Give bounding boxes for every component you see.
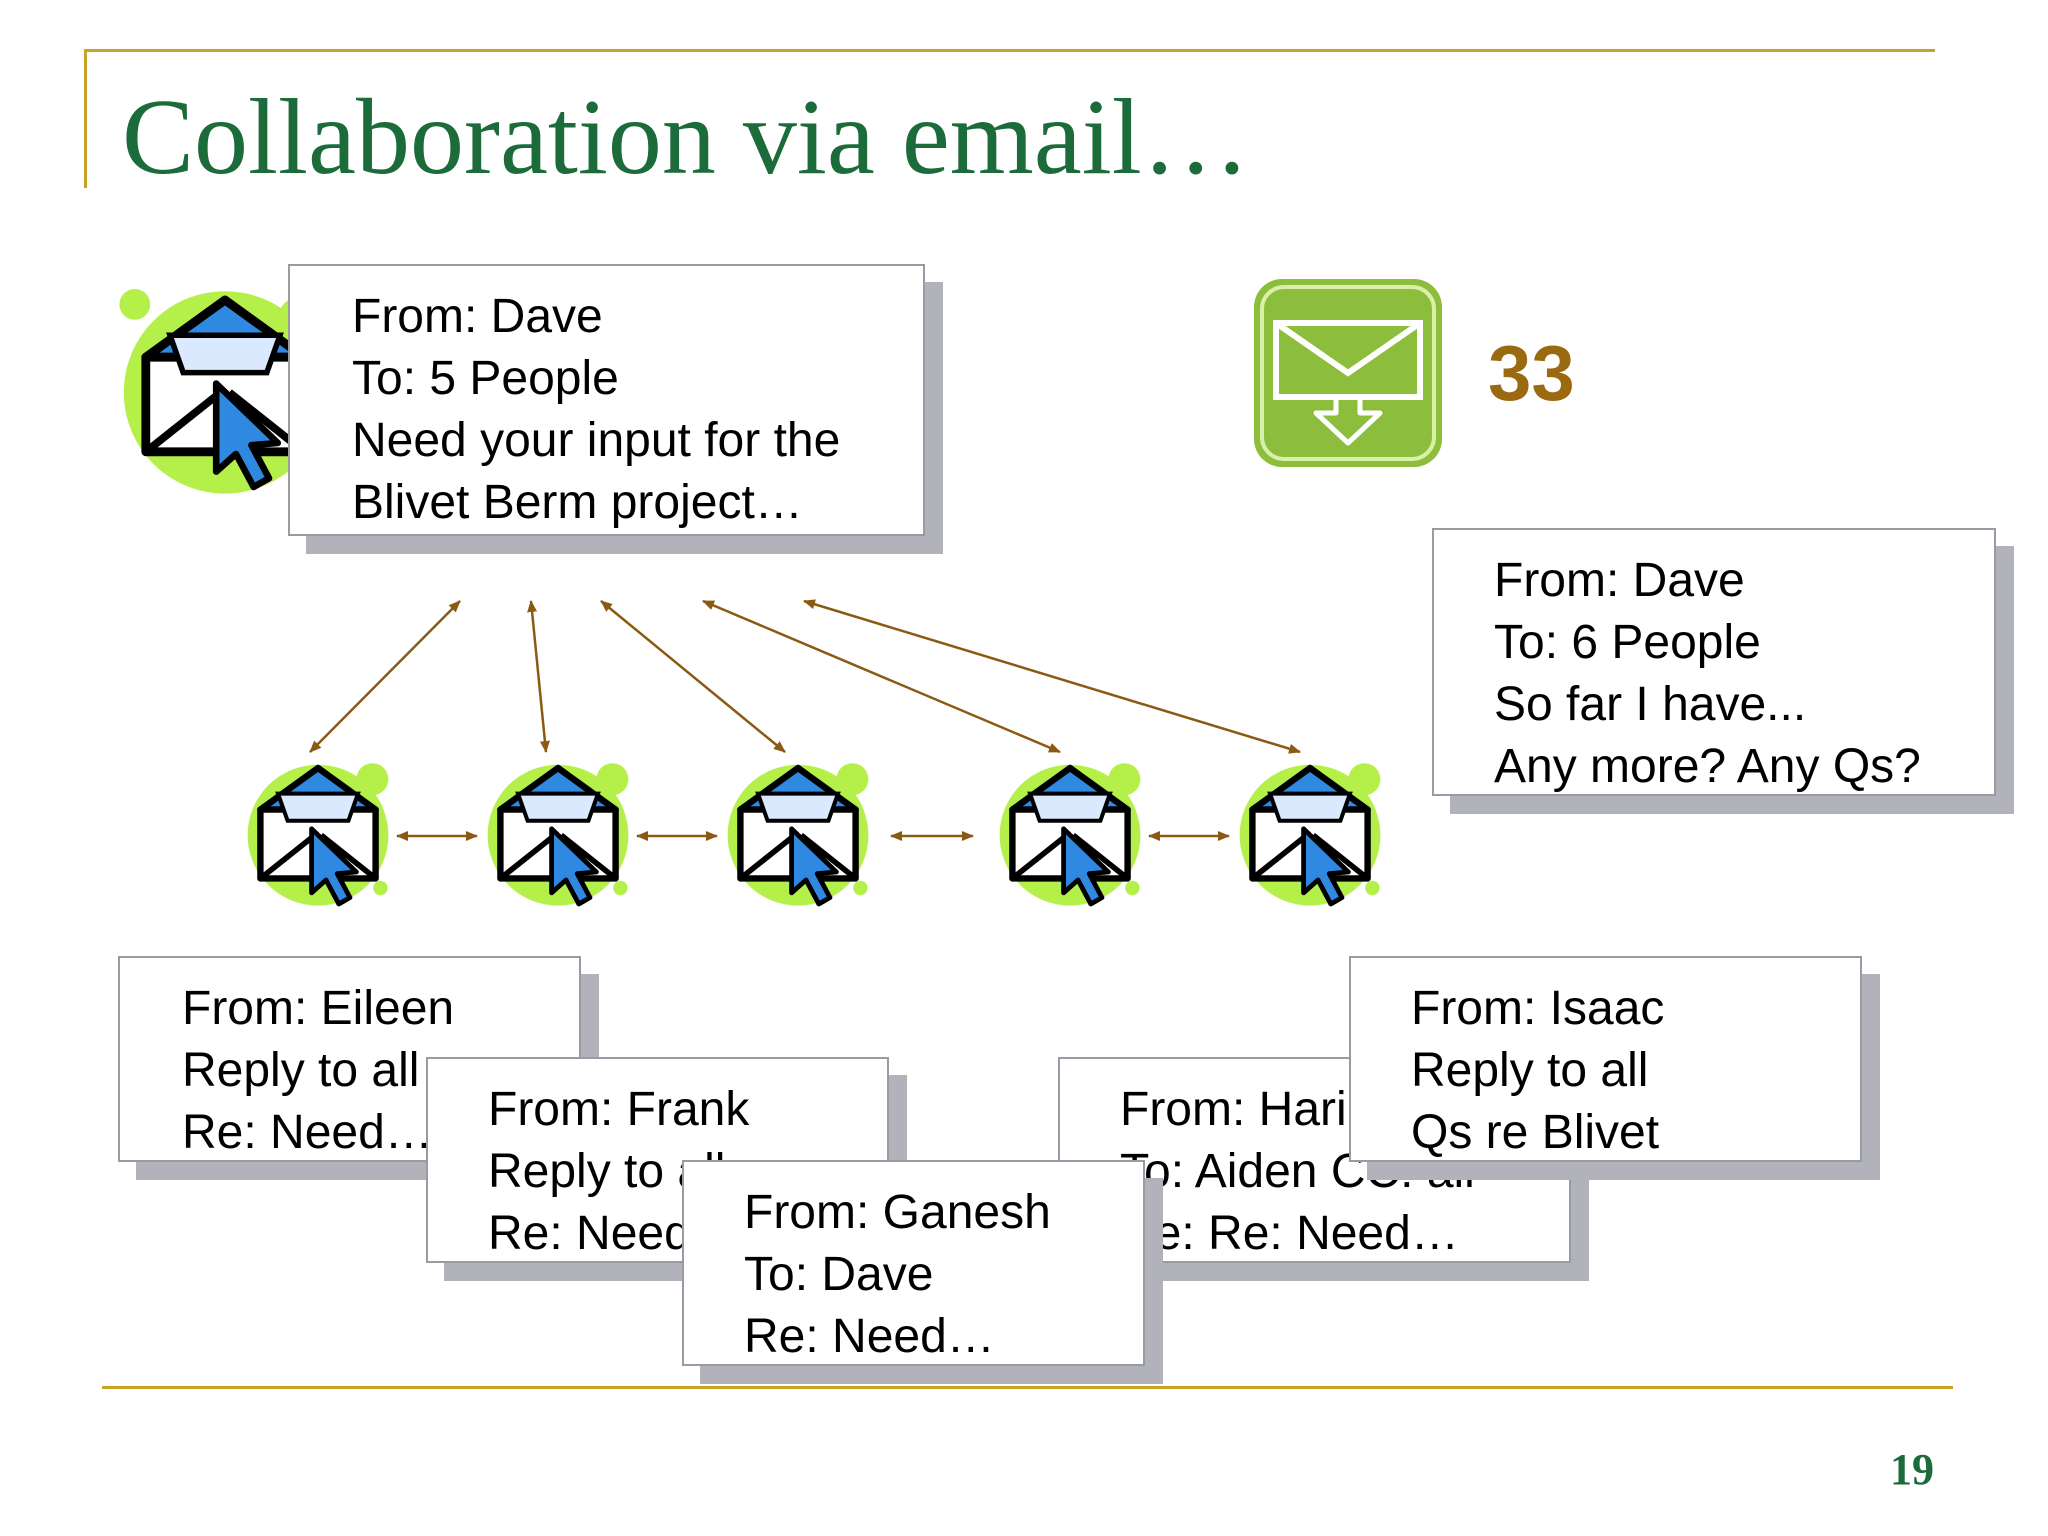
- top-rule: [84, 49, 1935, 52]
- inbox-count: 33: [1488, 329, 1575, 417]
- dave-followup-to: To: 6 People: [1494, 616, 1761, 669]
- arrow-dave-to-r2: [527, 600, 550, 753]
- isaac-from: From: Isaac: [1411, 982, 1665, 1035]
- ganesh-to: To: Dave: [744, 1248, 934, 1301]
- inbox-download-icon: [1254, 279, 1442, 467]
- message-dave-initial: From: Dave To: 5 People Need your input …: [288, 264, 925, 536]
- left-rule: [84, 49, 87, 188]
- arrow-dave-to-r1: [309, 600, 461, 753]
- eileen-subject: Re: Need…: [182, 1106, 433, 1159]
- hari-from: From: Hari: [1120, 1083, 1347, 1136]
- dave-followup-line-4: Any more? Any Qs?: [1494, 740, 1921, 793]
- ganesh-subject: Re: Need…: [744, 1310, 995, 1363]
- bottom-rule: [102, 1386, 1953, 1389]
- arrow-dave-to-r5: [803, 599, 1301, 754]
- eileen-reply: Reply to all: [182, 1044, 420, 1097]
- isaac-reply: Reply to all: [1411, 1044, 1649, 1097]
- recipient-4-email-icon: [990, 752, 1150, 912]
- dave-initial-from: From: Dave: [352, 290, 603, 343]
- recipient-1-email-icon: [238, 752, 398, 912]
- isaac-subject: Qs re Blivet: [1411, 1106, 1660, 1159]
- message-isaac: From: Isaac Reply to all Qs re Blivet: [1349, 956, 1862, 1162]
- slide-title: Collaboration via email…: [122, 78, 1250, 197]
- email-envelope-cursor-icon: [119, 289, 327, 494]
- dave-followup-from: From: Dave: [1494, 554, 1745, 607]
- dave-initial-line-4: Blivet Berm project…: [352, 476, 803, 529]
- message-ganesh: From: Ganesh To: Dave Re: Need…: [682, 1160, 1145, 1366]
- message-dave-followup: From: Dave To: 6 People So far I have...…: [1432, 528, 1996, 796]
- eileen-from: From: Eileen: [182, 982, 455, 1035]
- hari-subject: Re: Re: Need…: [1120, 1207, 1459, 1260]
- page-number: 19: [1890, 1445, 1934, 1494]
- dave-initial-to: To: 5 People: [352, 352, 619, 405]
- recipient-2-email-icon: [478, 752, 638, 912]
- recipient-5-email-icon: [1230, 752, 1390, 912]
- dave-initial-line-3: Need your input for the: [352, 414, 841, 467]
- ganesh-from: From: Ganesh: [744, 1186, 1051, 1239]
- frank-from: From: Frank: [488, 1083, 750, 1136]
- dave-followup-line-3: So far I have...: [1494, 678, 1807, 731]
- recipient-3-email-icon: [718, 752, 878, 912]
